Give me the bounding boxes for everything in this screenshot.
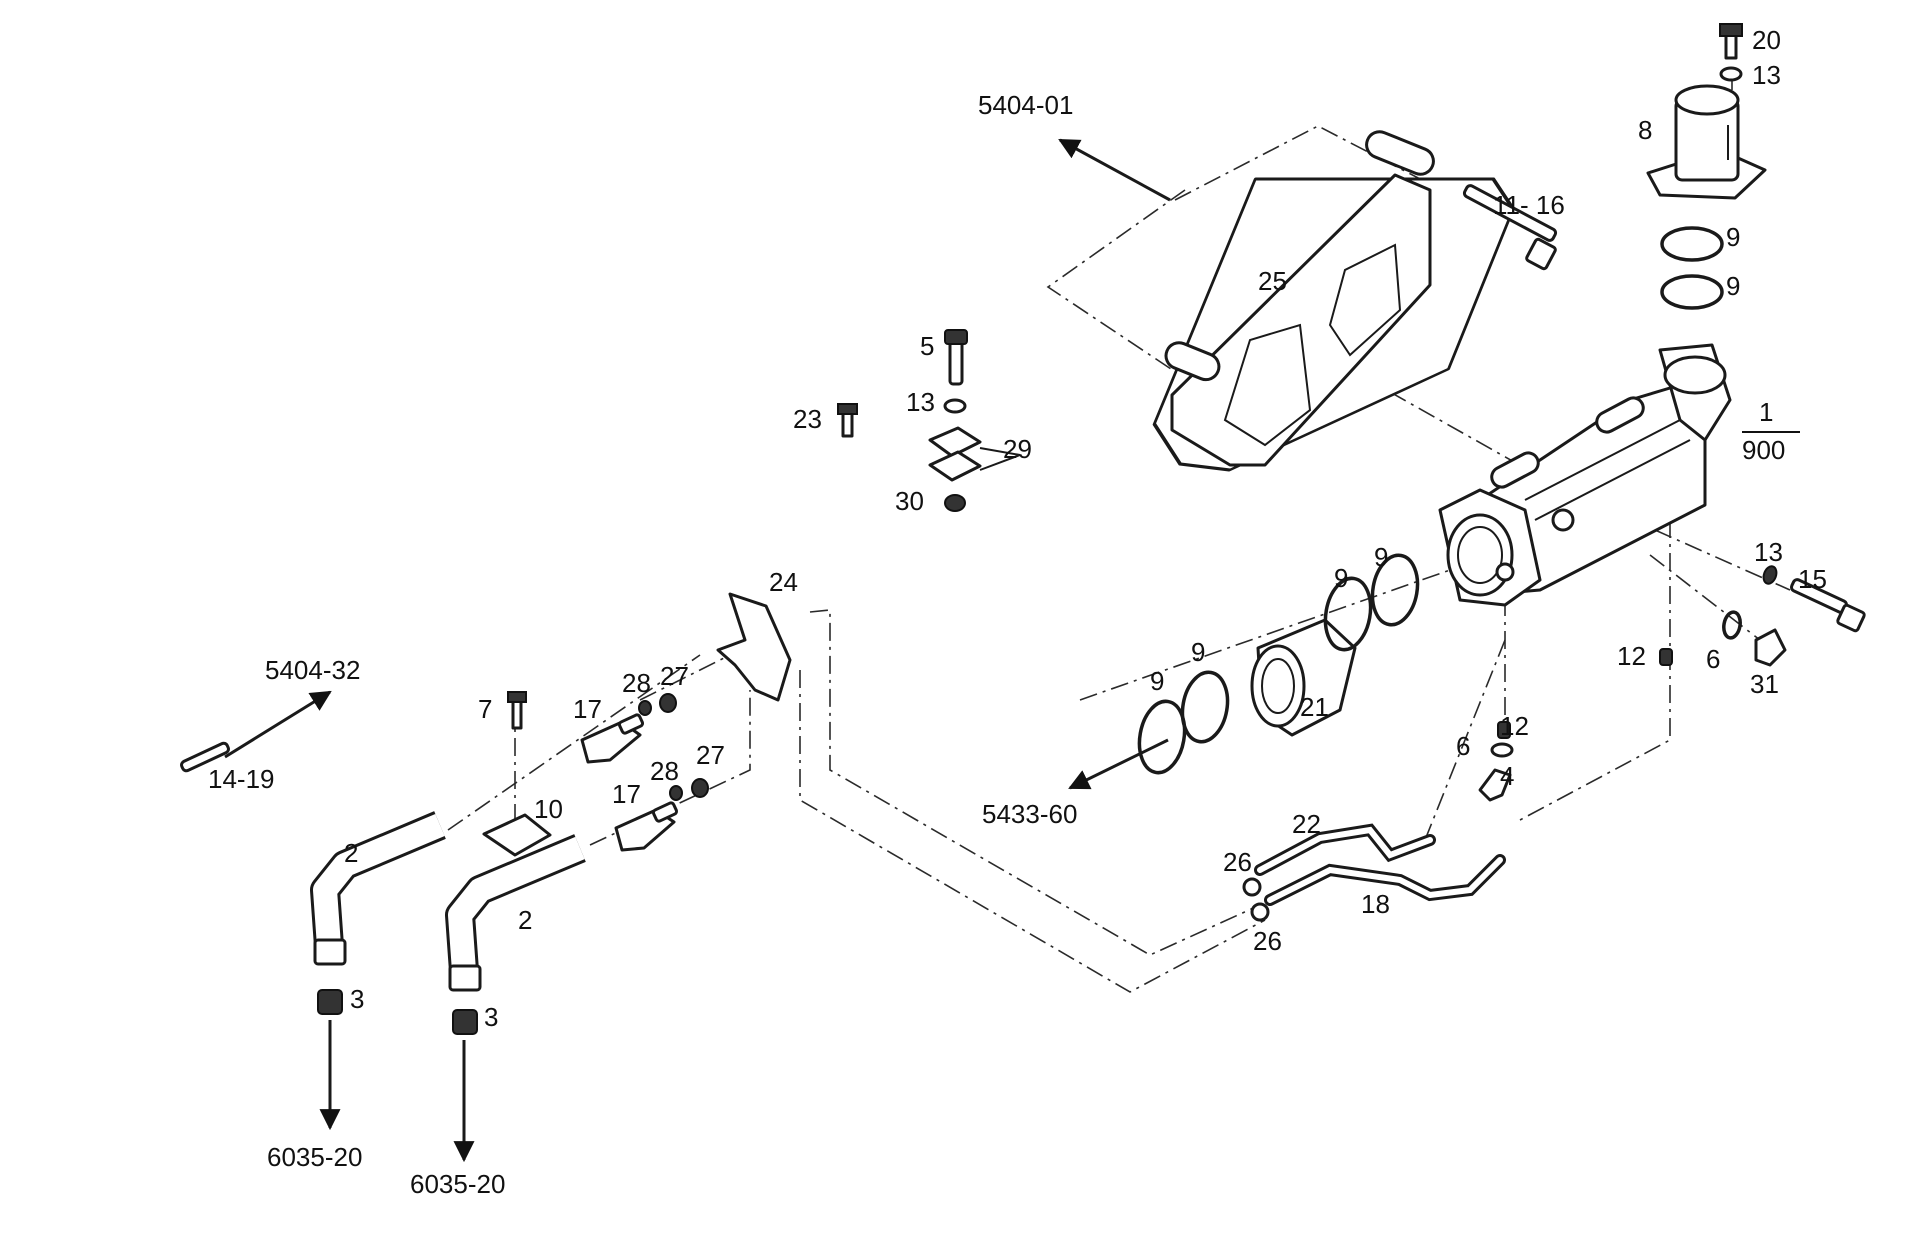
callout-c7: 7 xyxy=(478,694,492,724)
fittings-parts-7-10-17-27-28 xyxy=(482,691,709,857)
o-ring-part-9-a xyxy=(1660,226,1724,262)
callout-c22: 22 xyxy=(1292,809,1321,839)
callout-c12a: 12 xyxy=(1617,641,1646,671)
callout-c8: 8 xyxy=(1638,115,1652,145)
callout-c29: 29 xyxy=(1003,434,1032,464)
bracket-plate-part-25 xyxy=(1152,130,1515,472)
callout-c13c: 13 xyxy=(1754,537,1783,567)
callout-c17b: 17 xyxy=(612,779,641,809)
arrow-5404-32 xyxy=(224,690,332,759)
callout-c25: 25 xyxy=(1258,266,1287,296)
reference-arrows xyxy=(224,138,1800,1163)
callout-c6b: 6 xyxy=(1456,731,1470,761)
callout-c31: 31 xyxy=(1750,669,1779,699)
pipes-part-2 xyxy=(310,811,586,1035)
callout-c5404_01: 5404-01 xyxy=(978,90,1073,120)
callout-c13b: 13 xyxy=(906,387,935,417)
bracket-part-24 xyxy=(716,592,792,702)
callout-c30: 30 xyxy=(895,486,924,516)
callout-c11_16: 11- 16 xyxy=(1493,190,1565,220)
callout-c27b: 27 xyxy=(696,740,725,770)
callout-c2b: 2 xyxy=(518,905,532,935)
callout-c23: 23 xyxy=(793,404,822,434)
callout-c28b: 28 xyxy=(650,756,679,786)
callout-c13a: 13 xyxy=(1752,60,1781,90)
callout-c9b: 9 xyxy=(1726,271,1740,301)
callout-c900: 900 xyxy=(1742,435,1785,465)
callout-c5404_32: 5404-32 xyxy=(265,655,360,685)
callout-c9c: 9 xyxy=(1374,542,1388,572)
arrow-5433-60 xyxy=(1068,738,1169,790)
callout-c18: 18 xyxy=(1361,889,1390,919)
callout-c6a: 6 xyxy=(1706,644,1720,674)
rod-part-14-19 xyxy=(180,741,230,773)
thermostat-cover-part-8 xyxy=(1646,84,1767,200)
callout-c26b: 26 xyxy=(1253,926,1282,956)
callout-c12b: 12 xyxy=(1500,711,1529,741)
callout-c10: 10 xyxy=(534,794,563,824)
callout-c20: 20 xyxy=(1752,25,1781,55)
callout-c14_19: 14-19 xyxy=(208,764,275,794)
callout-c2a: 2 xyxy=(344,838,358,868)
o-ring-part-9-b xyxy=(1660,274,1724,310)
bolt-part-11-16 xyxy=(1462,184,1558,271)
callout-c24: 24 xyxy=(769,567,798,597)
callout-c6035_20a: 6035-20 xyxy=(267,1142,362,1172)
callout-c17a: 17 xyxy=(573,694,602,724)
callout-c4: 4 xyxy=(1500,761,1514,791)
drain-and-bolt-parts xyxy=(1478,565,1866,802)
pipes-parts-18-22 xyxy=(1242,823,1506,922)
callout-c5: 5 xyxy=(920,331,934,361)
callout-c15: 15 xyxy=(1798,564,1827,594)
cooler-housing-part-1 xyxy=(1438,343,1732,607)
callout-c9a: 9 xyxy=(1726,222,1740,252)
callout-c21: 21 xyxy=(1300,692,1329,722)
callout-c3b: 3 xyxy=(484,1002,498,1032)
callout-c9e: 9 xyxy=(1191,637,1205,667)
callout-c6035_20b: 6035-20 xyxy=(410,1169,505,1199)
callout-c27a: 27 xyxy=(660,661,689,691)
callout-c26a: 26 xyxy=(1223,847,1252,877)
bolt-head-part-20 xyxy=(1719,23,1743,37)
arrow-5404-01 xyxy=(1058,138,1171,202)
callout-c5433_60: 5433-60 xyxy=(982,799,1077,829)
washer-part-13-top xyxy=(1719,66,1743,82)
callout-c9f: 9 xyxy=(1150,666,1164,696)
connector-part-21-and-rings xyxy=(1137,553,1420,775)
screw-head-part-23 xyxy=(837,403,858,415)
callout-c28a: 28 xyxy=(622,668,651,698)
callout-c3a: 3 xyxy=(350,984,364,1014)
callout-c9d: 9 xyxy=(1334,563,1348,593)
callout-c1: 1 xyxy=(1759,397,1773,427)
clamp-assembly-parts-5-13-29-30 xyxy=(928,329,1021,512)
